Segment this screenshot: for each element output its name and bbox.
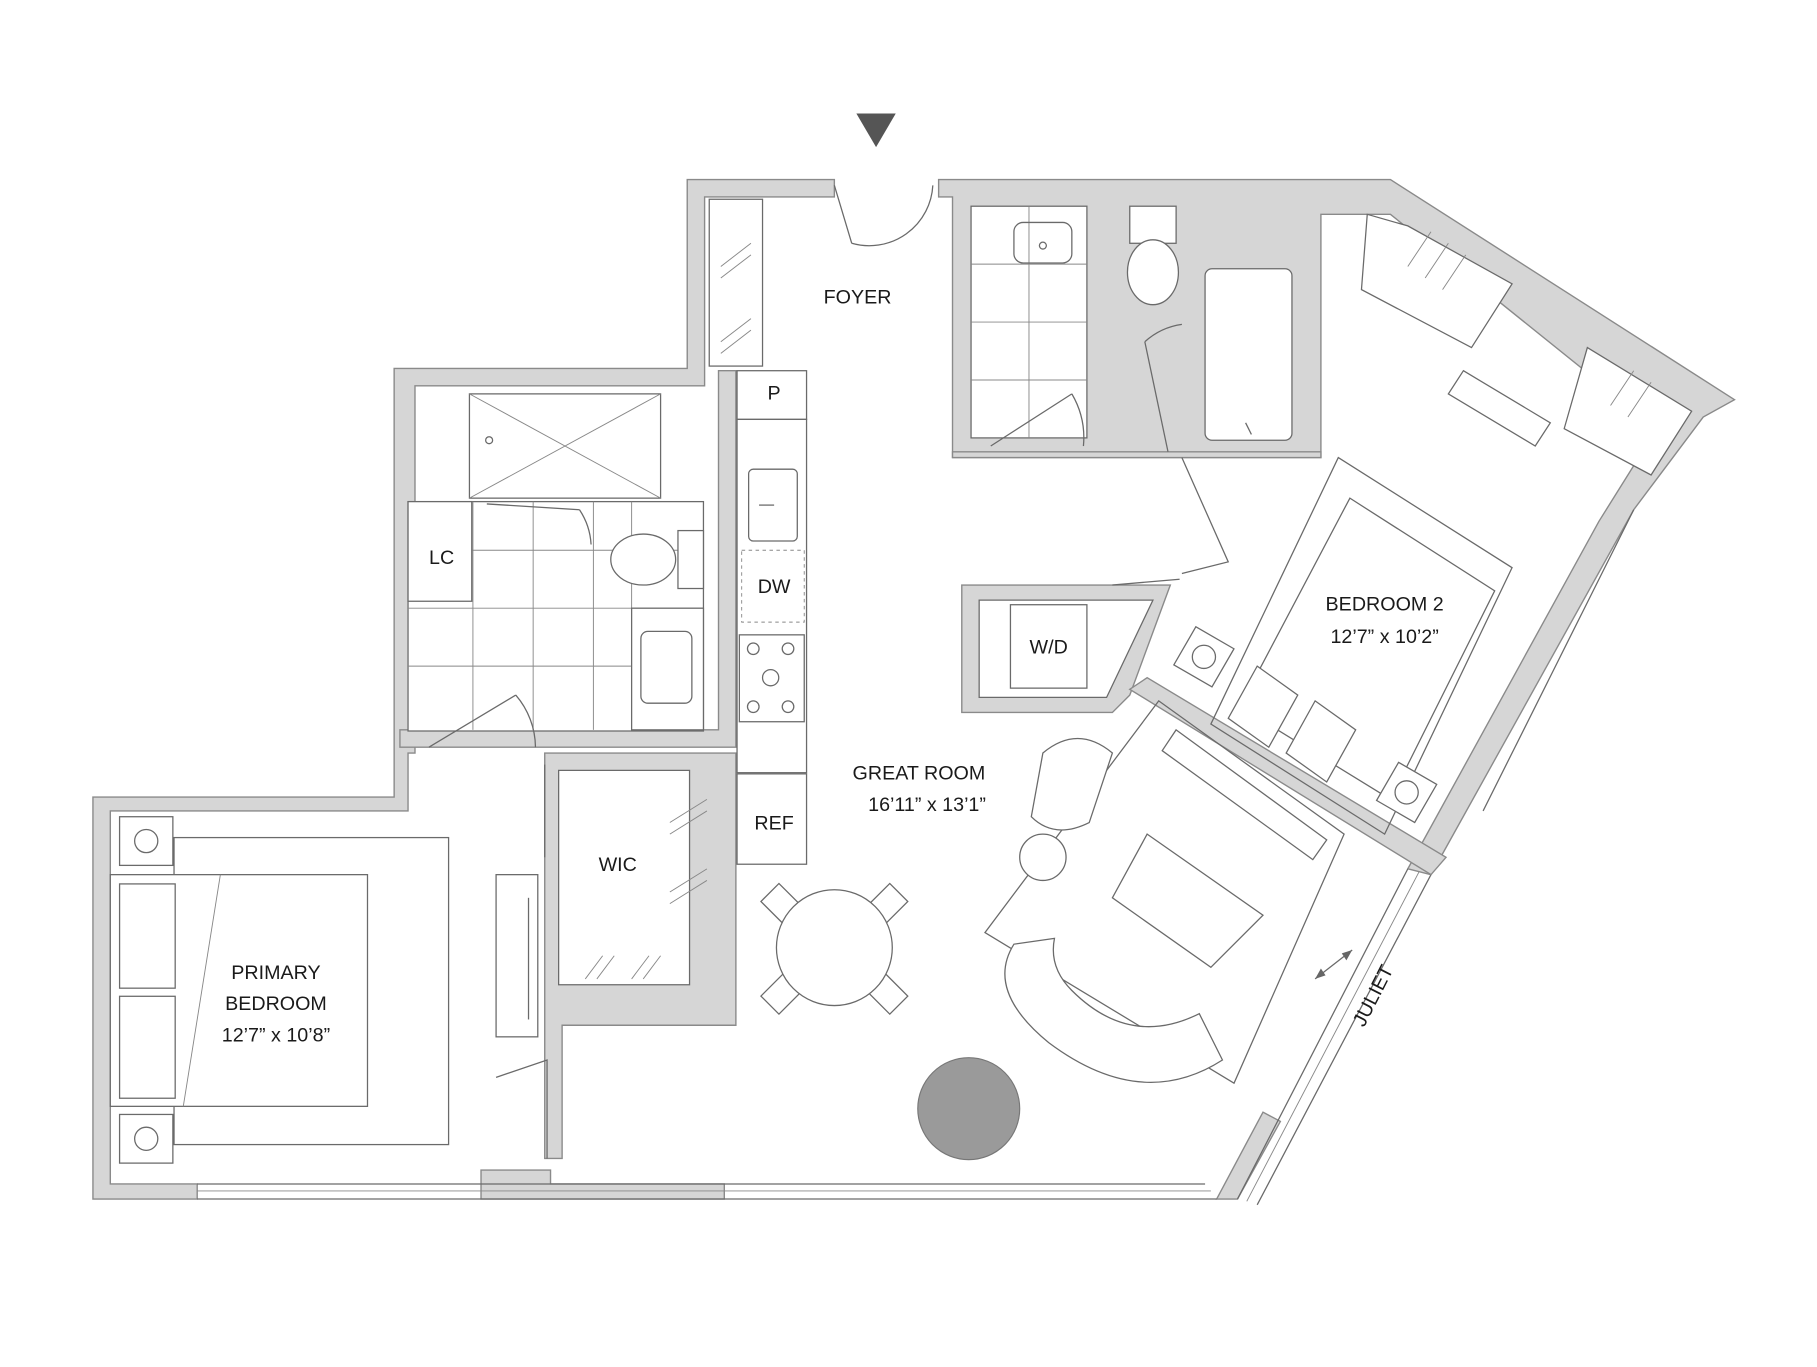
foyer-closet — [708, 198, 764, 367]
walk-in-closet — [544, 764, 708, 986]
room-label-bedroom-2: BEDROOM 2 — [1326, 594, 1444, 616]
room-size-primary: 12’7” x 10’8” — [222, 1024, 330, 1046]
bathroom-2 — [970, 205, 1293, 575]
primary-bathroom — [407, 393, 705, 748]
room-label-primary-1: PRIMARY — [231, 962, 320, 984]
wd-door[interactable] — [1112, 578, 1180, 586]
dining-set — [760, 882, 909, 1016]
living-furniture — [917, 699, 1345, 1161]
washer-dryer — [1009, 604, 1088, 689]
label-juliet: JULIET — [1349, 962, 1398, 1030]
juliet-balcony: JULIET — [1314, 949, 1398, 1030]
entry-door[interactable] — [833, 185, 934, 247]
bath-door[interactable] — [1181, 457, 1230, 575]
kitchen-ref-label: REF — [754, 812, 793, 834]
kitchen-dishwasher-label: DW — [758, 576, 791, 598]
label-linen-closet: LC — [429, 547, 454, 569]
room-label-foyer: FOYER — [824, 287, 892, 309]
kitchen-pantry-label: P — [768, 383, 781, 405]
entry-arrow-icon — [856, 113, 896, 148]
kitchen-counter — [736, 370, 808, 865]
room-label-primary-2: BEDROOM — [225, 993, 327, 1015]
room-size-great-room: 16’11” x 13’1” — [868, 794, 986, 816]
room-label-great-room: GREAT ROOM — [853, 763, 986, 785]
room-label-wic: WIC — [599, 854, 637, 876]
bedroom-2-furniture — [1172, 213, 1693, 836]
exterior-walls — [92, 178, 1736, 1206]
primary-bedroom-furniture — [109, 816, 548, 1164]
room-size-bedroom-2: 12’7” x 10’2” — [1330, 626, 1438, 648]
label-wd: W/D — [1030, 636, 1068, 658]
round-rug — [917, 1057, 1021, 1161]
